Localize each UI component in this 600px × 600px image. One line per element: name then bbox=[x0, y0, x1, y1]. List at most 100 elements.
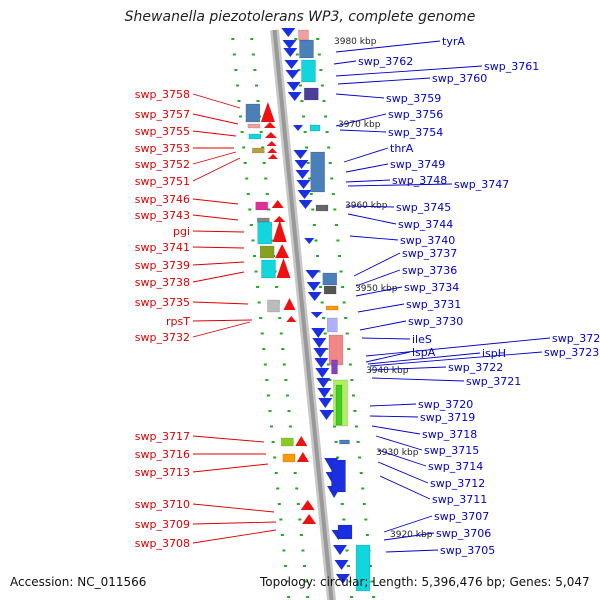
tick-dot bbox=[281, 348, 285, 350]
tick-dot bbox=[278, 317, 282, 319]
tick-dot bbox=[358, 456, 362, 459]
tick-dot bbox=[299, 534, 303, 536]
forward-gene-label: thrA bbox=[390, 142, 414, 155]
tick-dot bbox=[311, 208, 315, 211]
tick-dot bbox=[284, 565, 287, 567]
tick-dot bbox=[356, 441, 360, 443]
reverse-gene-leader bbox=[192, 301, 249, 305]
forward-gene-arrow bbox=[283, 48, 298, 57]
forward-gene-leader bbox=[377, 461, 429, 484]
reverse-gene-label: swp_3738 bbox=[135, 276, 190, 289]
reverse-gene-arrow bbox=[300, 500, 315, 510]
gene-feature-block bbox=[304, 87, 319, 101]
reverse-gene-label: swp_3753 bbox=[135, 142, 190, 155]
tick-dot bbox=[362, 503, 366, 505]
reverse-gene-arrow bbox=[264, 132, 277, 138]
forward-gene-arrow bbox=[287, 92, 302, 101]
tick-dot bbox=[319, 69, 323, 71]
tick-dot bbox=[317, 270, 321, 273]
reverse-gene-leader bbox=[192, 198, 239, 205]
tick-dot bbox=[300, 100, 304, 102]
reverse-gene-label: swp_3713 bbox=[135, 466, 190, 479]
reverse-gene-leader bbox=[192, 214, 239, 221]
reverse-gene-label: swp_3710 bbox=[135, 498, 190, 511]
tick-dot bbox=[325, 131, 329, 133]
tick-dot bbox=[262, 162, 266, 164]
gene-feature-block bbox=[281, 437, 294, 447]
forward-gene-leader bbox=[379, 475, 431, 500]
reverse-gene-arrow bbox=[275, 244, 290, 258]
tick-dot bbox=[330, 177, 334, 180]
forward-gene-leader bbox=[375, 435, 423, 451]
forward-gene-leader bbox=[337, 77, 431, 85]
forward-gene-label: swp_3740 bbox=[400, 234, 455, 247]
reverse-gene-label: swp_3751 bbox=[135, 175, 190, 188]
reverse-gene-leader bbox=[192, 246, 245, 249]
forward-gene-label: swp_3744 bbox=[398, 218, 453, 231]
tick-dot bbox=[271, 441, 275, 443]
forward-gene-label: swp_3761 bbox=[484, 60, 539, 73]
reverse-gene-leader bbox=[192, 93, 241, 109]
forward-gene-arrow bbox=[310, 312, 323, 318]
forward-gene-arrow bbox=[282, 40, 297, 49]
gene-feature-block bbox=[301, 59, 316, 83]
tick-dot bbox=[348, 363, 352, 366]
reverse-gene-arrow bbox=[276, 258, 291, 278]
tick-dot bbox=[294, 38, 298, 40]
tick-dot bbox=[261, 146, 265, 149]
tick-dot bbox=[267, 208, 271, 211]
forward-gene-leader bbox=[355, 269, 401, 287]
forward-gene-arrow bbox=[298, 200, 313, 209]
tick-dot bbox=[308, 177, 312, 180]
gene-feature-block bbox=[257, 221, 272, 245]
tick-dot bbox=[248, 208, 252, 211]
reverse-gene-labels: swp_3758swp_3757swp_3755swp_3753swp_3752… bbox=[135, 88, 277, 550]
forward-gene-label: swp_3712 bbox=[430, 477, 485, 490]
forward-gene-label: swp_3737 bbox=[402, 247, 457, 260]
forward-gene-arrow bbox=[314, 358, 329, 368]
forward-gene-arrow bbox=[311, 328, 326, 338]
gene-feature-block bbox=[267, 299, 280, 313]
reverse-gene-leader bbox=[192, 230, 245, 233]
forward-gene-leader bbox=[335, 113, 387, 127]
tick-dot bbox=[250, 38, 254, 40]
tick-dot bbox=[334, 224, 338, 226]
tick-dot bbox=[348, 580, 352, 583]
forward-gene-label: lspA bbox=[412, 346, 436, 359]
forward-gene-label: swp_3749 bbox=[390, 158, 445, 171]
reverse-gene-leader bbox=[192, 157, 241, 182]
tick-dot bbox=[253, 255, 256, 257]
tick-dot bbox=[309, 193, 313, 195]
tick-dot bbox=[231, 38, 235, 40]
position-label: 3940 kbp bbox=[366, 366, 409, 376]
forward-gene-arrow bbox=[294, 160, 309, 169]
reverse-gene-leader bbox=[192, 529, 277, 544]
gene-feature-block bbox=[252, 147, 265, 154]
reverse-gene-arrow bbox=[302, 514, 317, 524]
position-label: 3920 kbp bbox=[390, 530, 433, 540]
tick-dot bbox=[341, 286, 345, 288]
forward-gene-label: swp_3722 bbox=[448, 361, 503, 374]
tick-dot bbox=[339, 270, 343, 273]
reverse-gene-arrow bbox=[272, 220, 287, 242]
tick-dot bbox=[273, 456, 277, 459]
reverse-gene-label: swp_3732 bbox=[135, 331, 190, 344]
tick-dot bbox=[265, 379, 269, 381]
tick-dot bbox=[336, 239, 340, 242]
tick-dot bbox=[329, 394, 333, 397]
reverse-gene-arrow bbox=[283, 298, 296, 310]
forward-gene-arrow bbox=[335, 574, 350, 584]
tick-dot bbox=[351, 394, 355, 397]
reverse-gene-arrow bbox=[271, 200, 284, 208]
forward-gene-leader bbox=[347, 183, 453, 187]
forward-gene-label: swp_3747 bbox=[454, 178, 509, 191]
reverse-gene-arrow bbox=[263, 122, 276, 128]
forward-gene-label: swp_3718 bbox=[422, 428, 477, 441]
tick-dot bbox=[279, 332, 283, 335]
tick-dot bbox=[256, 100, 260, 102]
tick-dot bbox=[316, 38, 320, 40]
forward-gene-leader bbox=[345, 205, 395, 208]
tick-dot bbox=[296, 503, 300, 505]
forward-gene-arrow bbox=[334, 560, 349, 570]
gene-feature-block bbox=[309, 124, 321, 132]
